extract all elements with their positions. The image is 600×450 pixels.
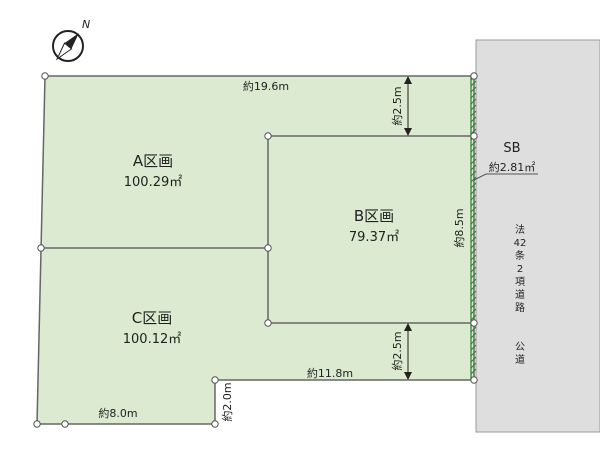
lot-c-area: 100.12㎡	[123, 332, 182, 347]
step-height-dimension: 約2.0m	[220, 382, 234, 421]
road-char: 道	[515, 353, 525, 366]
hatch-line	[470, 110, 477, 117]
compass-icon	[52, 30, 84, 62]
hatch-line	[470, 152, 477, 159]
hatch-line	[470, 206, 477, 213]
hatch-line	[470, 98, 477, 105]
hatch-line	[470, 284, 477, 291]
hatch-line	[470, 140, 477, 147]
hatch-line	[470, 308, 477, 315]
bottom-right-edge-dimension: 約11.8m	[307, 366, 353, 380]
hatch-line	[470, 368, 477, 375]
boundary-points	[33, 72, 478, 428]
hatch-line	[470, 176, 477, 183]
lot-c-name: C区画	[132, 309, 172, 327]
lot-a-area: 100.29㎡	[124, 175, 183, 190]
hatch-line	[470, 158, 477, 165]
hatch-line	[470, 266, 477, 273]
setback-top-dimension: 約2.5m	[390, 86, 404, 125]
hatch-line	[470, 338, 477, 345]
hatch-line	[470, 104, 477, 111]
road-char: 条	[515, 249, 525, 262]
hatch-line	[470, 92, 477, 99]
hatch-line	[470, 272, 477, 279]
road-char: 道	[515, 288, 525, 301]
hatch-line	[470, 302, 477, 309]
road-char: 項	[515, 276, 525, 288]
hatch-line	[470, 200, 477, 207]
hatch-line	[470, 164, 477, 171]
road-char: 公	[515, 342, 525, 353]
top-edge-dimension: 約19.6m	[243, 79, 289, 93]
hatch-line	[470, 290, 477, 297]
hatch-line	[470, 182, 477, 189]
hatch-line	[470, 332, 477, 339]
compass-north-label: N	[82, 18, 90, 31]
hatch-line	[470, 314, 477, 321]
road-char: 路	[515, 301, 525, 314]
hatch-line	[470, 344, 477, 351]
hatch-line	[470, 254, 477, 261]
hatch-line	[470, 296, 477, 303]
hatch-line	[470, 80, 477, 87]
hatch-line	[470, 212, 477, 219]
setback-leader-line	[473, 173, 538, 181]
hatch-line	[470, 362, 477, 369]
setback-label: SB	[503, 141, 520, 156]
hatch-line	[470, 350, 477, 357]
hatch-line	[470, 86, 477, 93]
hatch-line	[470, 326, 477, 333]
hatch-line	[470, 248, 477, 255]
hatch-line	[470, 260, 477, 267]
hatch-line	[470, 218, 477, 225]
road-char: 法	[515, 223, 525, 236]
hatch-line	[470, 242, 477, 249]
hatch-line	[470, 170, 477, 177]
bottom-left-edge-dimension: 約8.0m	[98, 406, 137, 420]
hatch-line	[470, 146, 477, 153]
lot-b-area: 79.37㎡	[349, 230, 399, 245]
hatch-line	[470, 278, 477, 285]
hatch-line	[470, 356, 477, 363]
hatch-line	[470, 122, 477, 129]
b-lot-boundary	[267, 135, 474, 324]
hatch-line	[470, 188, 477, 195]
lot-a-name: A区画	[133, 152, 173, 170]
hatch-line	[470, 224, 477, 231]
hatch-line	[470, 236, 477, 243]
b-lot-depth-dimension: 約8.5m	[452, 208, 466, 247]
setback-hatch	[470, 74, 477, 380]
public-road	[475, 39, 600, 433]
hatch-line	[470, 230, 477, 237]
road-char: 42	[514, 238, 527, 249]
road-char: 2	[517, 264, 523, 275]
lot-b-name: B区画	[354, 207, 394, 225]
hatch-line	[470, 194, 477, 201]
setback-area: 約2.81㎡	[489, 160, 536, 174]
road-name-label: 公道	[515, 342, 525, 366]
hatch-line	[470, 116, 477, 123]
setback-bottom-dimension: 約2.5m	[390, 331, 404, 370]
